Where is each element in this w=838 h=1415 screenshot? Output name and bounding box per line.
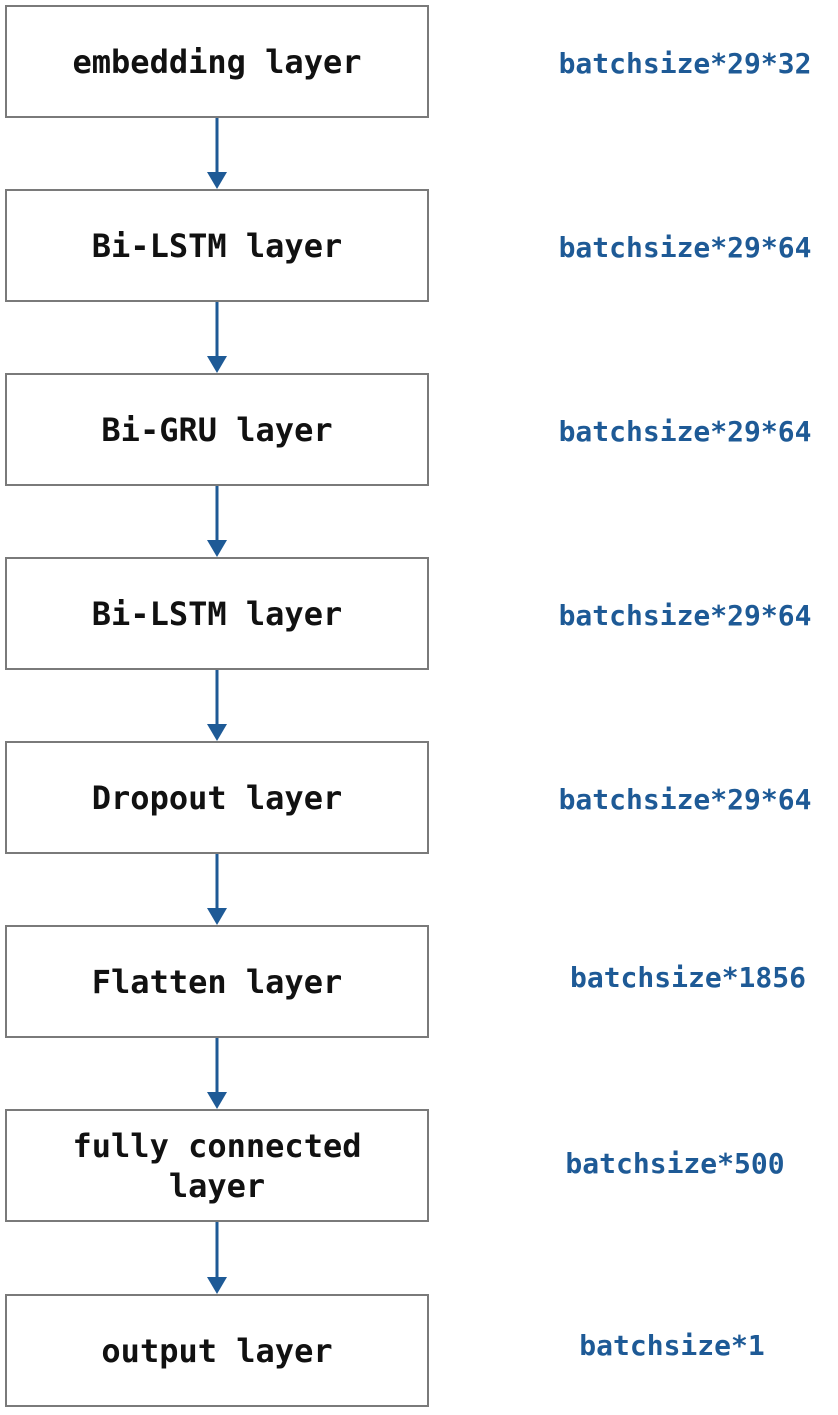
dims-label-dropout: batchsize*29*64 — [558, 783, 812, 816]
dims-label-bigru: batchsize*29*64 — [558, 415, 812, 448]
flow-arrow — [207, 1038, 227, 1109]
layer-box-dropout: Dropout layer — [5, 741, 429, 854]
arrow-head — [207, 908, 227, 925]
layer-box-bigru: Bi-GRU layer — [5, 373, 429, 486]
layer-label-output: output layer — [101, 1331, 333, 1370]
flow-arrow — [207, 854, 227, 925]
layer-box-embedding: embedding layer — [5, 5, 429, 118]
arrow-head — [207, 540, 227, 557]
dims-label-bilstm-2: batchsize*29*64 — [558, 599, 812, 632]
layer-label-bigru: Bi-GRU layer — [101, 410, 333, 449]
flow-arrow — [207, 1222, 227, 1294]
layer-label-bilstm-2: Bi-LSTM layer — [91, 594, 343, 633]
layer-box-output: output layer — [5, 1294, 429, 1407]
layer-label-flatten: Flatten layer — [91, 962, 343, 1001]
arrow-head — [207, 356, 227, 373]
dims-label-flatten: batchsize*1856 — [569, 961, 806, 994]
flow-arrow — [207, 486, 227, 557]
dims-label-bilstm-1: batchsize*29*64 — [558, 231, 812, 264]
arrow-head — [207, 1092, 227, 1109]
flow-arrow — [207, 302, 227, 373]
layer-box-bilstm-2: Bi-LSTM layer — [5, 557, 429, 670]
dims-label-output: batchsize*1 — [579, 1329, 765, 1362]
dims-label-embedding: batchsize*29*32 — [558, 47, 812, 80]
dims-label-fully-connected: batchsize*500 — [565, 1147, 785, 1180]
layer-box-fully-connected: fully connected layer — [5, 1109, 429, 1222]
flow-arrow — [207, 670, 227, 741]
arrow-head — [207, 172, 227, 189]
layer-box-flatten: Flatten layer — [5, 925, 429, 1038]
arrow-head — [207, 1277, 227, 1294]
layer-label-fully-connected: fully connected layer — [72, 1126, 362, 1205]
layer-box-bilstm-1: Bi-LSTM layer — [5, 189, 429, 302]
arrow-head — [207, 724, 227, 741]
flow-arrow — [207, 118, 227, 189]
layer-label-dropout: Dropout layer — [91, 778, 343, 817]
layer-label-embedding: embedding layer — [72, 42, 362, 81]
layer-label-bilstm-1: Bi-LSTM layer — [91, 226, 343, 265]
